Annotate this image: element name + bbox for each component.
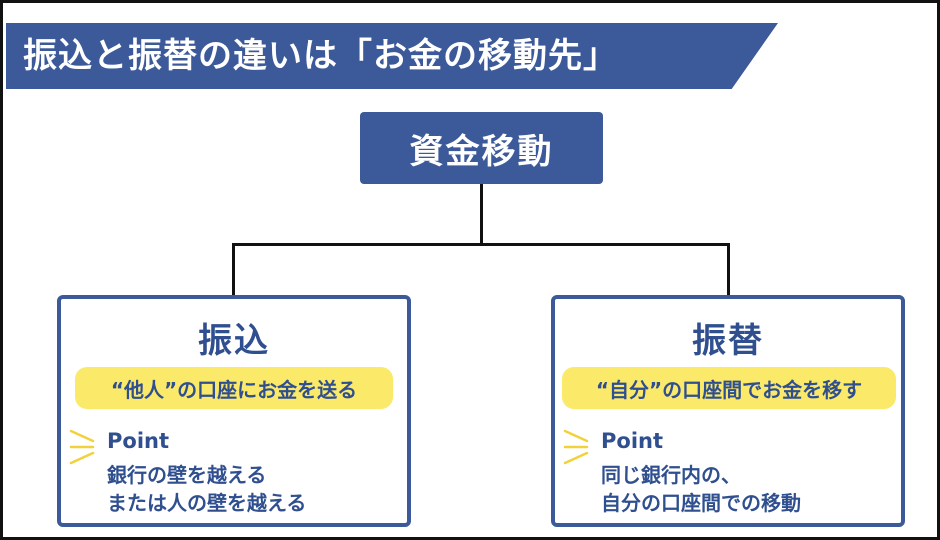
point-label: Point [107,429,170,453]
point-label: Point [601,429,664,453]
connector-left-vertical [232,243,235,295]
page-title: 振込と振替の違いは「お金の移動先」 [23,36,618,76]
highlight-label: “自分”の口座間でお金を移す [562,367,896,409]
title-banner [6,23,778,89]
card-furikae: 振替 “自分”の口座間でお金を移す Point 同じ銀行内の、 自分の口座間での… [551,295,905,527]
connector-root-vertical [480,184,483,244]
spark-lines-icon [563,429,589,465]
spark-lines-icon [69,429,95,465]
point-text-line: 自分の口座間での移動 [601,491,801,515]
highlight-label: “他人”の口座にお金を送る [75,367,393,409]
point-text-line: 同じ銀行内の、 [601,463,741,487]
connector-horizontal [232,243,730,246]
connector-right-vertical [727,243,730,295]
card-title: 振込 [198,321,270,361]
card-title: 振替 [692,321,764,361]
root-node-fund-transfer: 資金移動 [360,112,603,184]
point-text-line: または人の壁を越える [107,491,307,515]
card-furikomi: 振込 “他人”の口座にお金を送る Point 銀行の壁を越える または人の壁を越… [57,295,411,527]
point-text-line: 銀行の壁を越える [107,463,267,487]
